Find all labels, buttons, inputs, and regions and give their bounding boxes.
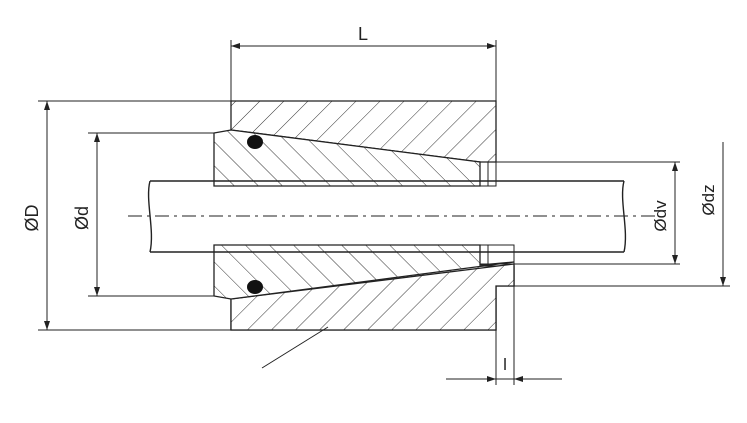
label-step-length: l: [503, 355, 507, 374]
leader-line: [261, 326, 329, 369]
label-hub-diameter: Ødz: [699, 184, 718, 215]
label-bore-diameter: Ød: [72, 206, 92, 230]
label-shaft-diameter: Ødv: [651, 200, 670, 232]
shaft-break-left: [147, 180, 153, 253]
o-ring-upper: [247, 135, 263, 149]
step-lower: [479, 244, 515, 265]
label-length: L: [358, 24, 368, 44]
shaft-break-right: [621, 180, 627, 253]
label-outer-diameter: ØD: [22, 204, 42, 231]
o-ring-lower: [247, 280, 263, 294]
